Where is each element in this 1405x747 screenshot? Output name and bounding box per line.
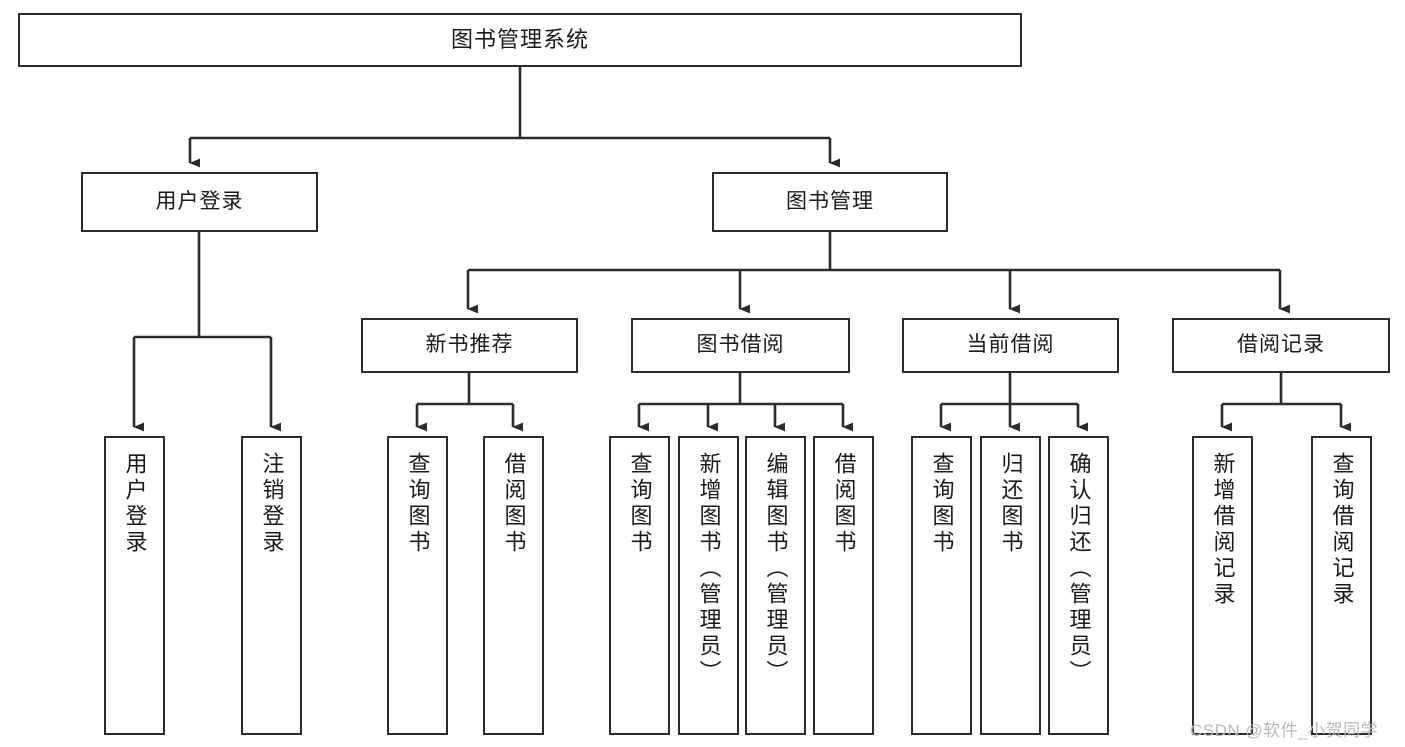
- node-label: 图书管理系统: [450, 27, 589, 53]
- leaf-query-borrow-record[interactable]: 查询借阅记录: [1311, 436, 1372, 735]
- node-root-book-management-system[interactable]: 图书管理系统: [18, 13, 1022, 67]
- node-label: 查询图书: [627, 452, 653, 556]
- node-label: 图书管理: [786, 189, 874, 213]
- leaf-return-book[interactable]: 归还图书: [980, 436, 1041, 735]
- node-label: 新书推荐: [425, 333, 514, 357]
- node-label: 借阅记录: [1237, 333, 1325, 357]
- node-label: 归还图书: [998, 452, 1024, 556]
- node-label: 查询图书: [929, 452, 955, 556]
- node-label: 查询图书: [405, 452, 431, 556]
- leaf-add-book-admin[interactable]: 新增图书（管理员）: [678, 436, 739, 735]
- leaf-user-login[interactable]: 用户登录: [104, 436, 165, 735]
- node-book-management[interactable]: 图书管理: [712, 172, 948, 232]
- node-label: 借阅图书: [501, 452, 527, 556]
- node-borrow-record[interactable]: 借阅记录: [1172, 318, 1390, 373]
- node-label: 注销登录: [259, 452, 285, 556]
- node-label: 确认归还（管理员）: [1066, 452, 1092, 686]
- node-label: 当前借阅: [966, 333, 1055, 357]
- leaf-logout-login[interactable]: 注销登录: [241, 436, 302, 735]
- leaf-confirm-return-admin[interactable]: 确认归还（管理员）: [1048, 436, 1109, 735]
- leaf-borrow-book[interactable]: 借阅图书: [813, 436, 874, 735]
- leaf-add-borrow-record[interactable]: 新增借阅记录: [1192, 436, 1253, 735]
- node-user-login[interactable]: 用户登录: [81, 172, 318, 232]
- leaf-query-book-recommend[interactable]: 查询图书: [387, 436, 448, 735]
- leaf-query-book-borrow[interactable]: 查询图书: [609, 436, 670, 735]
- node-label: 用户登录: [122, 452, 148, 556]
- node-new-book-recommend[interactable]: 新书推荐: [361, 318, 578, 373]
- leaf-edit-book-admin[interactable]: 编辑图书（管理员）: [745, 436, 806, 735]
- node-label: 新增借阅记录: [1210, 452, 1236, 608]
- csdn-watermark: CSDN @软件_小贺同学: [1190, 721, 1379, 740]
- node-label: 图书借阅: [696, 333, 785, 357]
- node-label: 新增图书（管理员）: [696, 452, 722, 686]
- node-label: 查询借阅记录: [1329, 452, 1355, 608]
- leaf-query-book-current[interactable]: 查询图书: [911, 436, 972, 735]
- leaf-borrow-book-recommend[interactable]: 借阅图书: [483, 436, 544, 735]
- node-label: 借阅图书: [831, 452, 857, 556]
- node-label: 用户登录: [155, 189, 244, 213]
- node-label: 编辑图书（管理员）: [763, 452, 789, 686]
- node-current-borrow[interactable]: 当前借阅: [902, 318, 1119, 373]
- node-book-borrow[interactable]: 图书借阅: [631, 318, 850, 373]
